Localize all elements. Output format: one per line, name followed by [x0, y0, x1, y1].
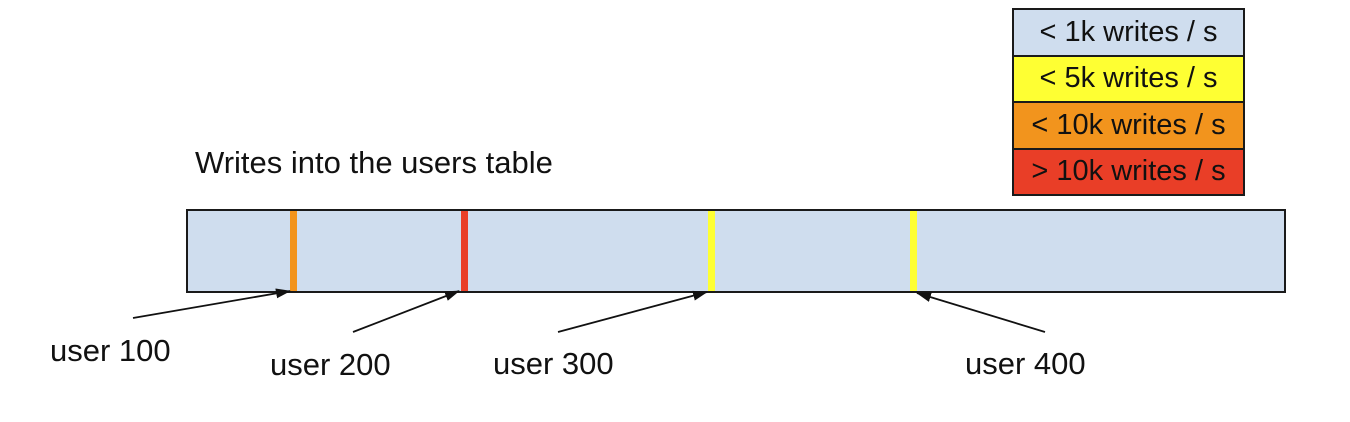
legend-item-label: < 10k writes / s	[1031, 108, 1226, 141]
legend-item-label: > 10k writes / s	[1031, 155, 1226, 188]
marker-stripe-user-200	[461, 211, 468, 291]
legend-item-under-1k: < 1k writes / s	[1014, 10, 1243, 57]
label-user-400: user 400	[965, 346, 1086, 381]
marker-stripe-user-400	[910, 211, 917, 291]
label-user-100: user 100	[50, 333, 171, 368]
label-user-200: user 200	[270, 347, 391, 382]
label-user-300: user 300	[493, 346, 614, 381]
arrow-user-400	[916, 292, 1046, 333]
legend: < 1k writes / s < 5k writes / s < 10k wr…	[1012, 8, 1245, 196]
legend-item-label: < 5k writes / s	[1039, 62, 1218, 95]
diagram-title: Writes into the users table	[195, 145, 553, 180]
marker-stripe-user-300	[708, 211, 715, 291]
legend-item-over-10k: > 10k writes / s	[1014, 149, 1243, 194]
arrow-user-100	[132, 288, 291, 319]
arrow-user-200	[352, 290, 460, 333]
legend-item-label: < 1k writes / s	[1039, 15, 1218, 48]
arrow-user-300	[557, 290, 708, 333]
marker-stripe-user-100	[290, 211, 297, 291]
users-table-bar	[186, 209, 1286, 293]
legend-item-under-5k: < 5k writes / s	[1014, 56, 1243, 103]
legend-item-under-10k: < 10k writes / s	[1014, 103, 1243, 150]
